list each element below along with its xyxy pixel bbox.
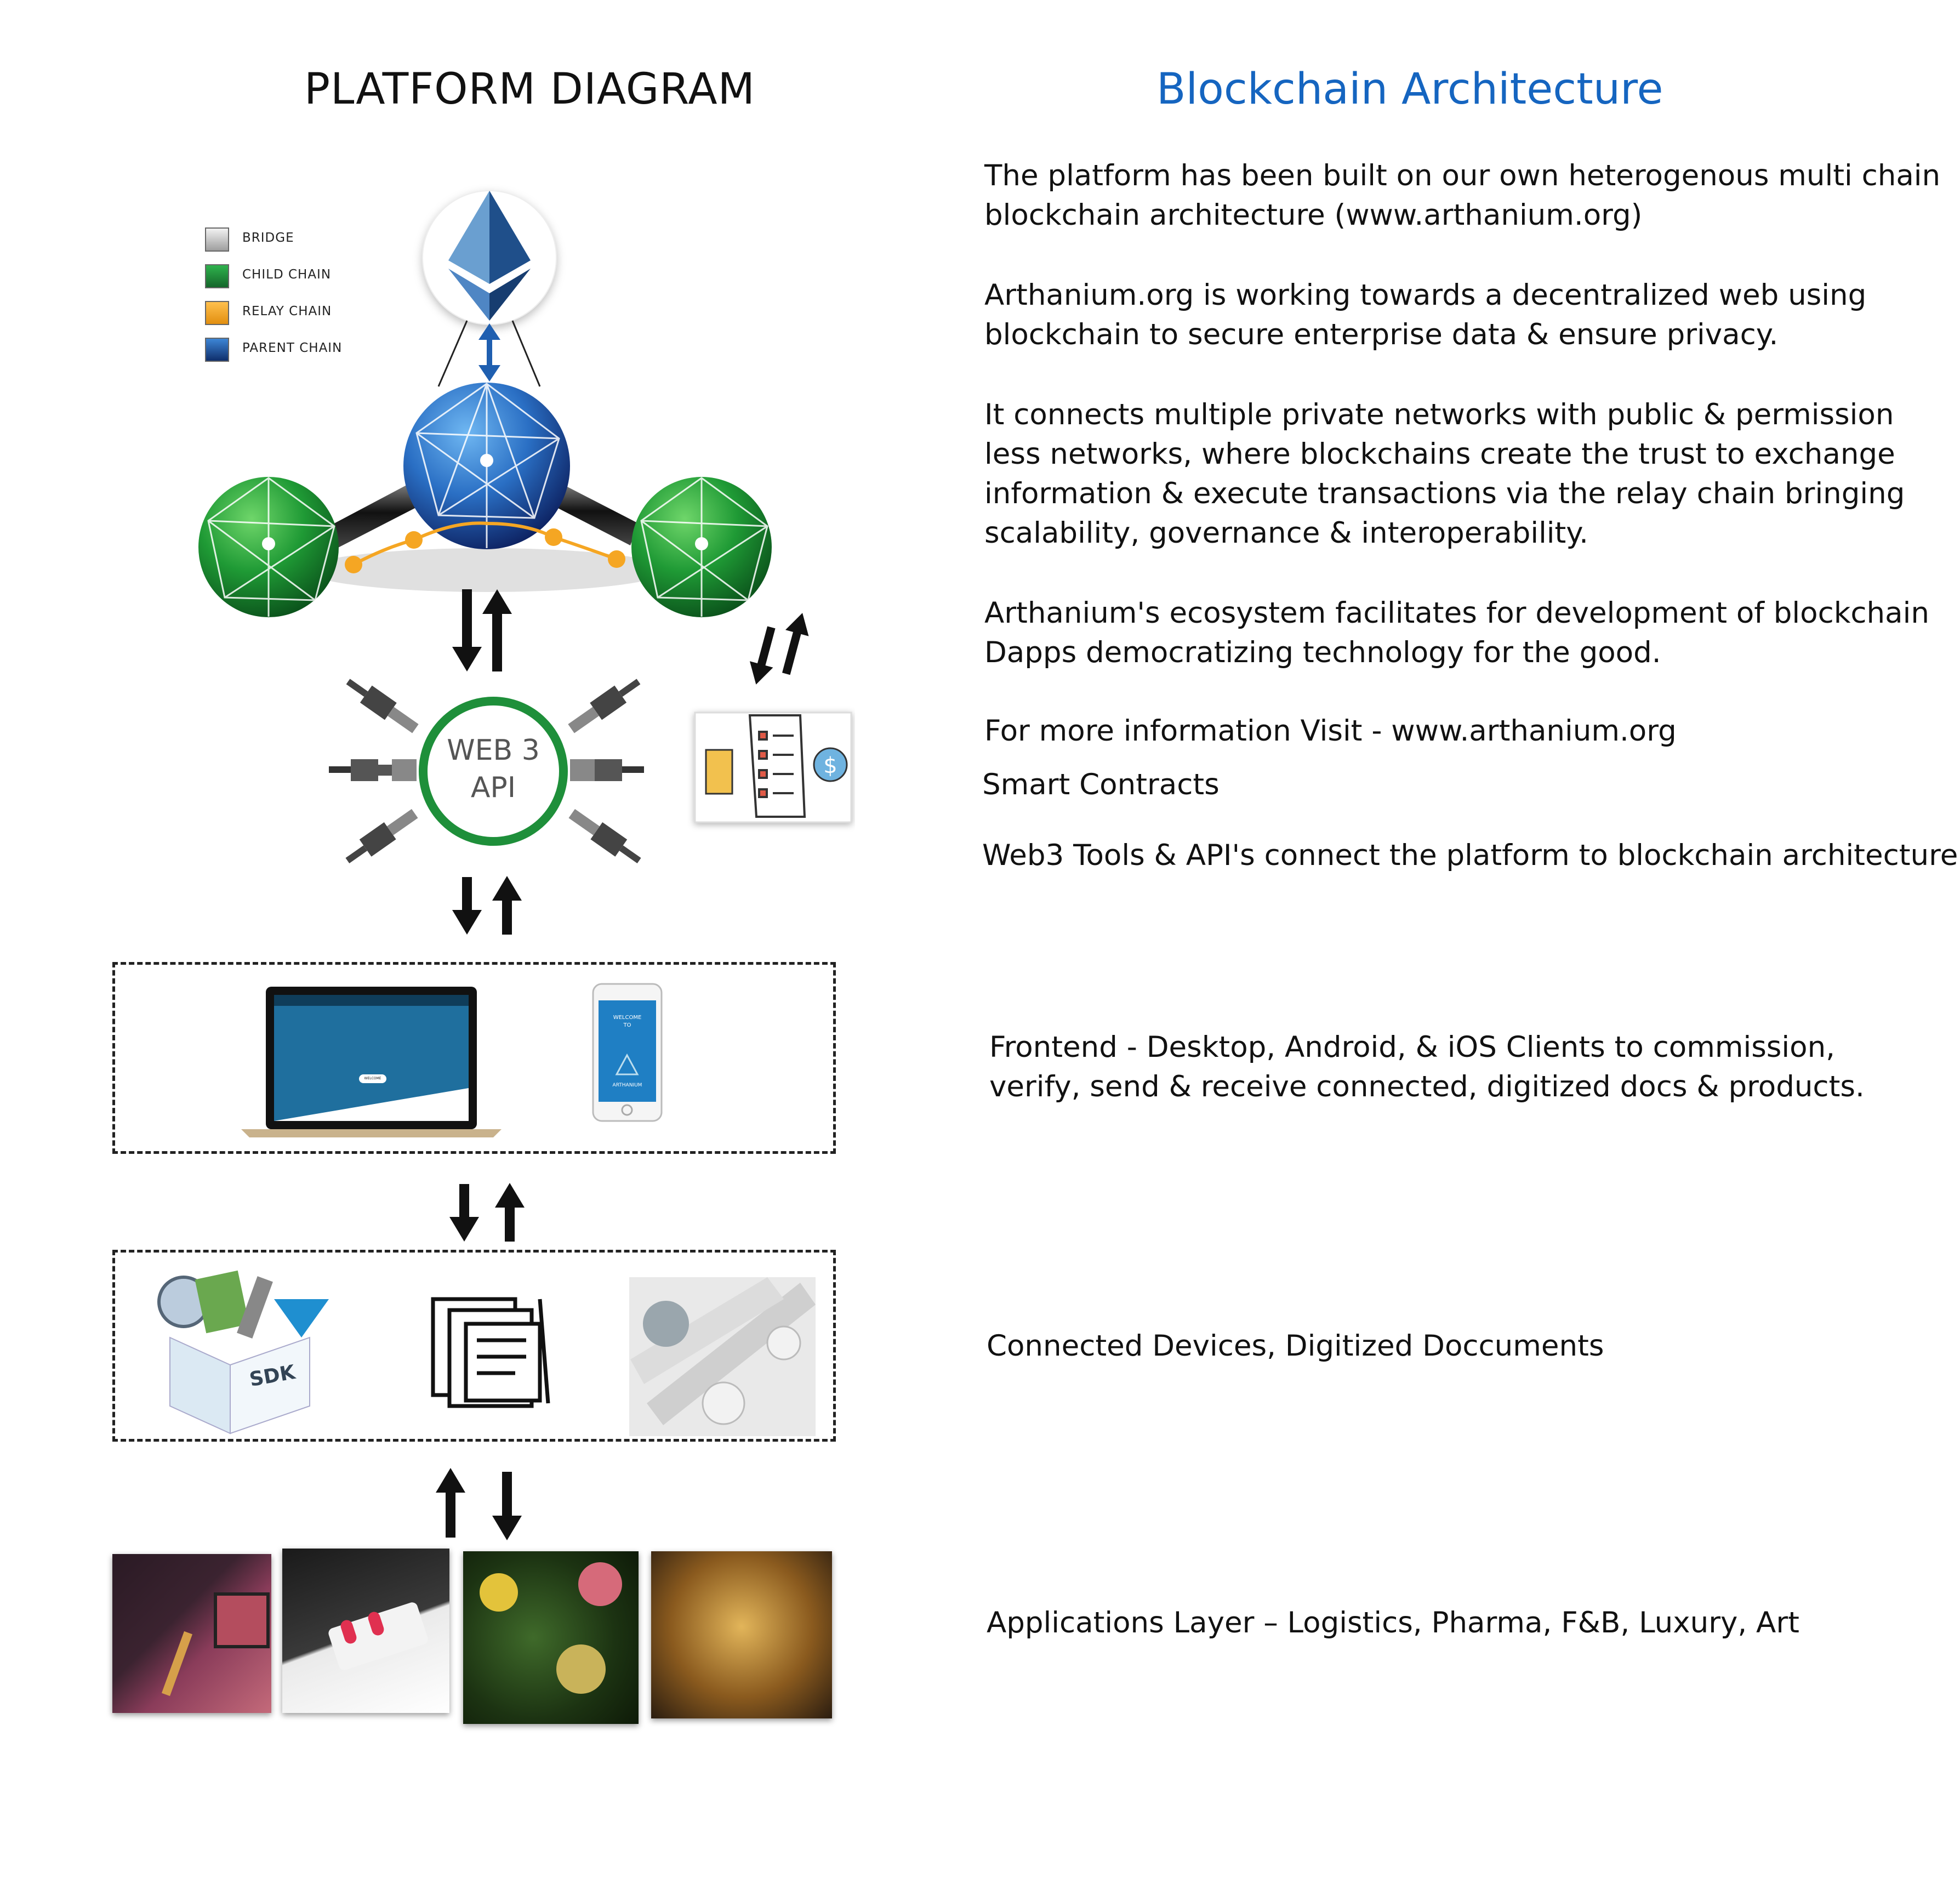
section-title: Blockchain Architecture bbox=[1156, 65, 1663, 114]
web3-tools-text: Web3 Tools & API's connect the platform … bbox=[982, 839, 1958, 872]
paragraph-networks: It connects multiple private networks wi… bbox=[984, 395, 1938, 553]
ethereum-icon bbox=[422, 190, 557, 325]
paragraph-platform-line-2: blockchain architecture (www.arthanium.o… bbox=[984, 198, 1643, 232]
connected-devices-photo bbox=[629, 1277, 816, 1436]
paragraph-ecosystem: Arthanium's ecosystem facilitates for de… bbox=[984, 594, 1938, 673]
paragraph-arthanium: Arthanium.org is working towards a decen… bbox=[984, 276, 1938, 355]
relay-chain bbox=[345, 521, 625, 573]
pharma-photo bbox=[282, 1549, 449, 1713]
legend-label-bridge: BRIDGE bbox=[242, 231, 294, 245]
smart-contracts-label: Smart Contracts bbox=[982, 768, 1220, 801]
paragraph-networks-line-1: It connects multiple private networks wi… bbox=[984, 398, 1894, 431]
frontend-text: Frontend - Desktop, Android, & iOS Clien… bbox=[989, 1028, 1943, 1107]
arrow-pair-3 bbox=[449, 1183, 525, 1242]
relay-chain-swatch bbox=[205, 301, 229, 325]
paragraph-arthanium-line-2: blockchain to secure enterprise data & e… bbox=[984, 318, 1779, 351]
bridge-swatch bbox=[205, 227, 229, 252]
frontend-box bbox=[112, 962, 836, 1154]
logistics-photo bbox=[112, 1554, 271, 1713]
paragraph-platform-line-1: The platform has been built on our own h… bbox=[984, 159, 1941, 192]
diagram-title: PLATFORM DIAGRAM bbox=[304, 65, 755, 114]
arrow-pair-2 bbox=[452, 876, 522, 935]
legend-label-parent-chain: PARENT CHAIN bbox=[242, 341, 343, 355]
phone-text-1: WELCOME bbox=[613, 1015, 642, 1021]
documents-icon bbox=[431, 1297, 550, 1408]
parent-chain-swatch bbox=[205, 338, 229, 362]
web3-api-label: WEB 3 API bbox=[428, 732, 559, 806]
laptop-illustration bbox=[241, 987, 502, 1137]
paragraph-networks-line-4: scalability, governance & interoperabili… bbox=[984, 516, 1588, 550]
devices-box bbox=[112, 1250, 836, 1442]
arrow-pair-smart-contracts bbox=[749, 613, 809, 685]
web3-api-hub bbox=[329, 679, 644, 863]
paragraph-ecosystem-line-1: Arthanium's ecosystem facilitates for de… bbox=[984, 596, 1929, 630]
paragraph-arthanium-line-1: Arthanium.org is working towards a decen… bbox=[984, 278, 1867, 312]
paragraph-platform: The platform has been built on our own h… bbox=[984, 156, 1941, 235]
legend-label-relay-chain: RELAY CHAIN bbox=[242, 304, 332, 318]
luxury-art-photo bbox=[651, 1551, 832, 1718]
phone-welcome-text: WELCOME TO bbox=[599, 1014, 656, 1029]
legend-label-child-chain: CHILD CHAIN bbox=[242, 267, 332, 282]
laptop-button-label: WELCOME bbox=[364, 1077, 381, 1080]
arrow-pair-4 bbox=[436, 1468, 522, 1540]
smart-contract-icon: $ bbox=[694, 712, 852, 823]
paragraph-networks-line-2: less networks, where blockchains create … bbox=[984, 437, 1895, 471]
phone-text-3: ARTHANIUM bbox=[612, 1083, 642, 1088]
food-beverage-photo bbox=[463, 1551, 639, 1724]
frontend-line-2: verify, send & receive connected, digiti… bbox=[989, 1070, 1865, 1103]
paragraph-ecosystem-line-2: Dapps democratizing technology for the g… bbox=[984, 636, 1661, 669]
applications-text: Applications Layer – Logistics, Pharma, … bbox=[987, 1606, 1799, 1640]
api-label: API bbox=[470, 771, 516, 804]
web3-label: WEB 3 bbox=[447, 734, 540, 767]
svg-text:$: $ bbox=[823, 753, 837, 778]
child-chain-sphere-right bbox=[631, 477, 772, 617]
devices-text: Connected Devices, Digitized Doccuments bbox=[987, 1329, 1604, 1363]
phone-text-2: TO bbox=[623, 1022, 631, 1028]
more-info-text: For more information Visit - www.arthani… bbox=[984, 714, 1677, 748]
parent-chain-sphere bbox=[403, 383, 570, 549]
phone-illustration bbox=[592, 983, 663, 1122]
child-chain-sphere-left bbox=[198, 477, 339, 617]
sdk-box-icon bbox=[157, 1270, 329, 1435]
bridge-double-arrow bbox=[478, 323, 500, 382]
platform-diagram: $ bbox=[157, 190, 852, 1540]
frontend-line-1: Frontend - Desktop, Android, & iOS Clien… bbox=[989, 1031, 1836, 1064]
arrow-pair-1 bbox=[452, 589, 512, 671]
child-chain-swatch bbox=[205, 264, 229, 288]
paragraph-networks-line-3: information & execute transactions via t… bbox=[984, 477, 1905, 510]
